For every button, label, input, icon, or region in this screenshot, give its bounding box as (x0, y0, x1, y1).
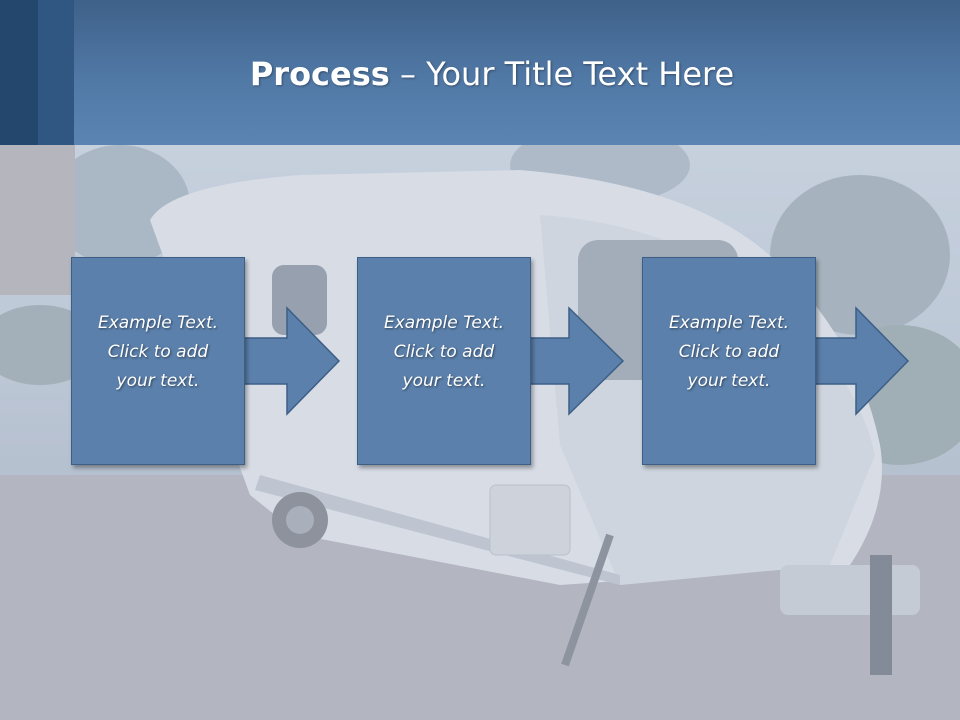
step-box[interactable]: Example Text. Click to add your text. (357, 257, 531, 465)
title-bold-part: Process (249, 55, 390, 93)
title-rest-part: – Your Title Text Here (389, 55, 735, 93)
step-text[interactable]: Example Text. Click to add your text. (668, 312, 790, 391)
step-text[interactable]: Example Text. Click to add your text. (97, 312, 219, 391)
step-box[interactable]: Example Text. Click to add your text. (71, 257, 245, 465)
title-header: Process – Your Title Text Here (0, 0, 960, 145)
process-step-1[interactable]: Example Text. Click to add your text. (71, 257, 341, 465)
step-box[interactable]: Example Text. Click to add your text. (642, 257, 816, 465)
header-accent-stripe-light (38, 0, 74, 145)
process-step-2[interactable]: Example Text. Click to add your text. (357, 257, 625, 465)
header-accent-stripe (0, 0, 38, 145)
slide-title[interactable]: Process – Your Title Text Here (0, 54, 960, 94)
step-text[interactable]: Example Text. Click to add your text. (383, 312, 505, 391)
process-step-3[interactable]: Example Text. Click to add your text. (642, 257, 910, 465)
